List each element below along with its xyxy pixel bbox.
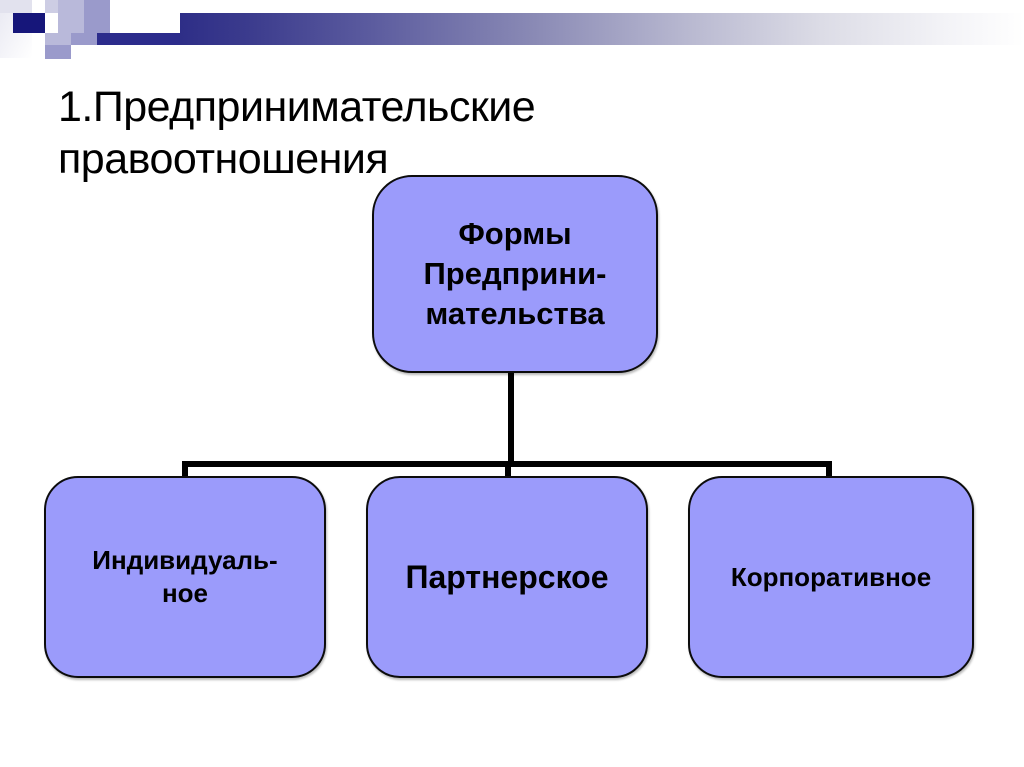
deco-square-mid-c [71, 33, 97, 45]
deco-square-mid-d [45, 45, 71, 59]
deco-square-light-b [58, 13, 84, 33]
node-child-partnership: Партнерское [366, 476, 648, 678]
node-child-individual: Индивидуаль- ное [44, 476, 326, 678]
decorative-header [0, 0, 1024, 60]
deco-square-mid-a [84, 0, 110, 13]
deco-square-light-c [45, 33, 71, 45]
connector-drop-partnership [505, 461, 511, 479]
connector-trunk-vertical [508, 373, 514, 463]
connector-drop-individual [182, 461, 188, 479]
deco-square-light-a [58, 0, 84, 13]
header-gradient-bar [180, 13, 1024, 45]
deco-square-faint-a [0, 0, 32, 13]
deco-square-navy [13, 13, 45, 33]
connector-drop-corporate [826, 461, 832, 479]
node-root-forms-of-entrepreneurship: Формы Предприни- мательства [372, 175, 658, 373]
deco-square-midnavy [97, 33, 181, 45]
page-title: 1.Предпринимательские правоотношения [58, 82, 536, 183]
deco-square-mid-b [84, 13, 110, 33]
node-child-corporate: Корпоративное [688, 476, 974, 678]
